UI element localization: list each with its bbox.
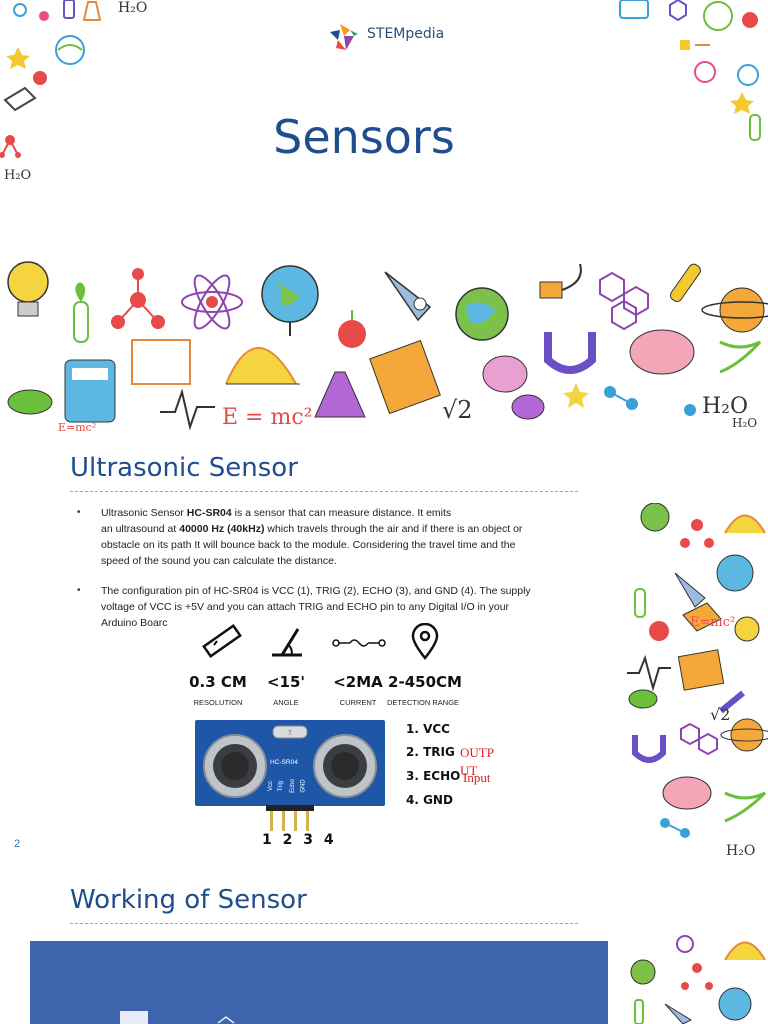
text: Ultrasonic Sensor [101, 507, 187, 519]
frequency: 40000 Hz (40kHz) [179, 523, 265, 535]
logo-text: STEMpedia [367, 26, 445, 42]
bullet-1: • [77, 507, 81, 518]
emc2-small-doodle: E=mc² [58, 421, 97, 433]
board-silk-trig: Trig [278, 780, 285, 792]
location-pin-icon [411, 623, 439, 661]
board-drawing: T [203, 725, 377, 798]
text: Arduino Boarc [101, 617, 168, 629]
current-icon [332, 639, 386, 647]
board-silk-echo: Echo [289, 779, 296, 793]
diagram-arrow [217, 1016, 235, 1024]
spec-value-range: 2-450CM [388, 673, 462, 691]
sqrt2-side-doodle: √2 [710, 705, 731, 724]
spec-label-range: DETECTION RANGE [386, 698, 460, 707]
emc2-doodle: E = mc² [222, 405, 313, 430]
ruler-icon [202, 624, 242, 658]
page-number: 2 [14, 838, 21, 850]
text: voltage of VCC is +5V and you can attach… [101, 601, 510, 613]
text: an ultrasound at [101, 523, 180, 535]
heading-divider [70, 923, 578, 924]
text: speed of the sound you can calculate the… [101, 555, 337, 567]
svg-text:T: T [288, 731, 292, 737]
h2o-side-doodle: H₂O [726, 843, 756, 859]
board-silk-gnd: GND [300, 779, 307, 793]
annotation-input: Input [463, 770, 491, 785]
diagram-panel [30, 941, 608, 1024]
science-doodles-bottom-right [630, 935, 766, 1024]
science-doodles-top-left [0, 0, 102, 158]
spec-label-current: CURRENT [339, 698, 377, 707]
pin-numbers: 1 2 3 4 [262, 832, 337, 848]
spec-label-resolution: RESOLUTION [193, 698, 243, 707]
h2o-banner-small-doodle: H₂O [732, 416, 758, 430]
stempedia-logo [330, 24, 358, 50]
ultrasonic-sensor-slide: Ultrasonic Sensor • Ultrasonic Sensor HC… [0, 443, 768, 865]
text: The configuration pin of HC-SR04 is VCC … [101, 585, 531, 597]
title-slide: H₂O H₂O STEMpedia Sensors [0, 0, 768, 433]
pin-label-vcc: 1. VCC [406, 722, 450, 736]
spec-value-current: <2MA [333, 673, 383, 691]
working-of-sensor-slide: Working of Sensor [0, 875, 768, 1024]
slide-heading: Working of Sensor [70, 885, 307, 915]
text: is a sensor that can measure distance. I… [231, 507, 452, 519]
slide-title: Sensors [273, 110, 455, 164]
paragraph-configuration: The configuration pin of HC-SR04 is VCC … [101, 583, 581, 631]
spec-value-resolution: 0.3 CM [189, 673, 247, 691]
science-doodles-top-right [619, 0, 761, 141]
heading-divider [70, 491, 578, 492]
board-silk-vcc: Vcc [268, 780, 275, 792]
diagram-block [120, 1011, 148, 1024]
slide-separator [0, 433, 768, 443]
spec-value-angle: <15' [266, 673, 306, 691]
h2o-banner-doodle: H₂O [702, 394, 749, 419]
pin-label-gnd: 4. GND [406, 793, 453, 807]
board-model-label: HC-SR04 [270, 759, 298, 766]
paragraph-description: Ultrasonic Sensor HC-SR04 is a sensor th… [101, 505, 581, 569]
text: obstacle on its path It will bounce back… [101, 539, 516, 551]
h2o-doodle-left: H₂O [4, 168, 32, 183]
bullet-2: • [77, 585, 81, 596]
pin-label-echo: 3. ECHO [406, 769, 461, 783]
science-doodle-banner [7, 261, 768, 431]
h2o-doodle-top: H₂O [118, 0, 148, 16]
spec-label-angle: ANGLE [273, 698, 299, 707]
slide-heading: Ultrasonic Sensor [70, 453, 298, 483]
sqrt2-doodle: √2 [442, 396, 473, 424]
annotation-output-cont: UT [460, 763, 478, 778]
pin-headers [266, 805, 314, 831]
pin-label-trig: 2. TRIG [406, 745, 455, 759]
angle-icon [272, 628, 302, 657]
hc-sr04-board-image: T [195, 720, 385, 806]
model-name: HC-SR04 [186, 507, 232, 519]
science-doodles-right [627, 503, 768, 838]
text: which travels through the air and if the… [264, 523, 523, 535]
emc2-side-doodle: E=mc² [690, 615, 736, 630]
annotation-output: OUTP [460, 745, 494, 760]
